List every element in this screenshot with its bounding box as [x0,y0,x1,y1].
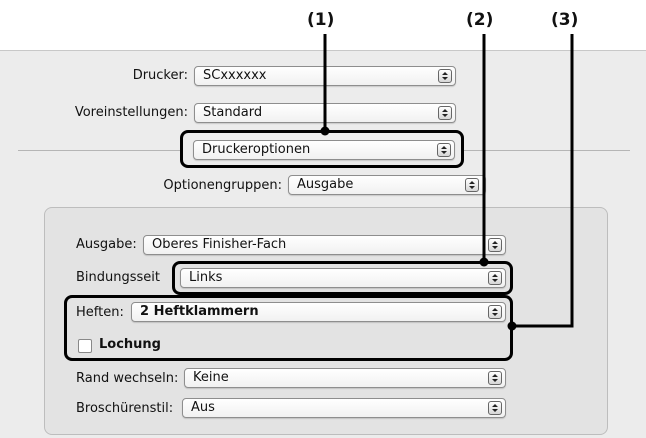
presets-label: Voreinstellungen: [74,105,188,120]
margin-shift-label: Rand wechseln: [76,371,179,386]
margin-shift-value: Keine [193,370,229,385]
margin-shift-popup[interactable]: Keine [184,368,506,388]
output-label: Ausgabe: [76,237,137,252]
popup-arrows-icon [488,238,502,252]
popup-arrows-icon [438,106,452,120]
popup-arrows-icon [488,305,502,319]
presets-value: Standard [203,105,263,120]
binding-value: Links [189,270,223,285]
output-value: Oberes Finisher-Fach [152,237,287,252]
highlight-box-3 [64,295,513,361]
binding-popup[interactable]: Links [180,268,506,288]
callout-1: (1) [307,10,335,30]
staple-label: Heften: [76,305,124,320]
popup-arrows-icon [465,178,479,192]
highlight-box-1 [180,130,464,168]
popup-arrows-icon [488,271,502,285]
option-groups-value: Ausgabe [297,177,354,192]
staple-value: 2 Heftklammern [140,304,259,319]
booklet-label: Broschürenstil: [76,401,174,416]
option-groups-popup[interactable]: Ausgabe [288,175,486,195]
staple-popup[interactable]: 2 Heftklammern [131,302,506,322]
separator-right [462,150,630,151]
panel-popup[interactable]: Druckeroptionen [193,140,455,160]
callout-2: (2) [466,10,494,30]
highlight-box-2 [172,261,513,295]
binding-label: Bindungsseit [76,270,161,285]
popup-arrows-icon [438,69,452,83]
callout-3: (3) [551,10,579,30]
popup-arrows-icon [488,401,502,415]
punch-checkbox[interactable] [78,339,92,353]
printer-value: SCxxxxxx [203,68,267,83]
panel-value: Druckeroptionen [202,142,311,157]
presets-popup[interactable]: Standard [194,103,456,123]
punch-label: Lochung [99,337,161,352]
popup-arrows-icon [437,143,451,157]
output-popup[interactable]: Oberes Finisher-Fach [143,235,506,255]
popup-arrows-icon [488,371,502,385]
separator-left [18,150,183,151]
booklet-popup[interactable]: Aus [182,398,506,418]
option-groups-label: Optionengruppen: [163,178,282,193]
printer-label: Drucker: [132,68,188,83]
printer-popup[interactable]: SCxxxxxx [194,66,456,86]
booklet-value: Aus [191,400,215,415]
